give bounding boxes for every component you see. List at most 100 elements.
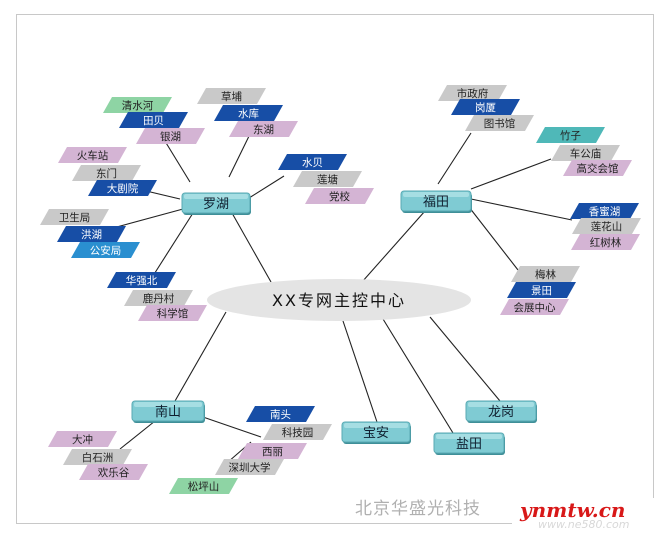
leaf-label: 高交会馆 [577, 162, 619, 175]
leaf-shape [511, 266, 580, 282]
hub-node-futian[interactable]: 福田 [400, 190, 472, 213]
leaf-label: 科技园 [282, 426, 314, 439]
leaf-shape [79, 464, 148, 480]
hub-node-nanshan[interactable]: 南山 [131, 400, 205, 423]
leaf-node[interactable]: 公安局 [71, 242, 140, 258]
leaf-shape [563, 160, 632, 176]
leaf-label: 清水河 [122, 99, 154, 112]
leaf-label: 大剧院 [107, 182, 139, 195]
leaf-node[interactable]: 清水河 [103, 97, 172, 113]
leaf-node[interactable]: 高交会馆 [563, 160, 632, 176]
leaf-node[interactable]: 南头 [246, 406, 315, 422]
leaf-shape [215, 459, 284, 475]
leaf-node[interactable]: 科学馆 [138, 305, 207, 321]
leaf-label: 南头 [270, 408, 291, 421]
leaf-shape [465, 115, 534, 131]
leaf-node[interactable]: 大剧院 [88, 180, 157, 196]
leaf-node[interactable]: 卫生局 [40, 209, 109, 225]
leaf-node[interactable]: 水贝 [278, 154, 347, 170]
leaf-node[interactable]: 水库 [214, 105, 283, 121]
leaf-node[interactable]: 田贝 [119, 112, 188, 128]
leaf-node[interactable]: 红树林 [571, 234, 640, 250]
leaf-label: 香蜜湖 [589, 205, 621, 218]
hub-label: 龙岗 [488, 405, 514, 420]
leaf-node[interactable]: 白石洲 [63, 449, 132, 465]
leaf-shape [214, 105, 283, 121]
hub-node-baoan[interactable]: 宝安 [341, 421, 411, 444]
leaf-node[interactable]: 东门 [72, 165, 141, 181]
leaf-node[interactable]: 深圳大学 [215, 459, 284, 475]
leaf-node[interactable]: 草埔 [197, 88, 266, 104]
watermark-sub-text: www.ne580.com [538, 518, 630, 531]
leaf-label: 草埔 [221, 90, 242, 103]
leaf-node[interactable]: 市政府 [438, 85, 507, 101]
leaf-shape [138, 305, 207, 321]
hub-node-yantian[interactable]: 盐田 [433, 432, 505, 455]
leaf-node[interactable]: 车公庙 [551, 145, 620, 161]
leaf-link [470, 158, 552, 190]
leaf-label: 欢乐谷 [98, 466, 130, 479]
hub-label: 罗湖 [203, 197, 229, 212]
leaf-node[interactable]: 松坪山 [169, 478, 238, 494]
leaf-shape [72, 165, 141, 181]
leaf-label: 火车站 [77, 149, 109, 162]
leaf-label: 市政府 [457, 87, 489, 100]
hub-label: 宝安 [363, 426, 389, 441]
leaf-shape [119, 112, 188, 128]
leaf-node[interactable]: 大冲 [48, 431, 117, 447]
leaf-shape [71, 242, 140, 258]
leaf-shape [571, 234, 640, 250]
leaf-shape [570, 203, 639, 219]
leaf-shape [57, 226, 126, 242]
leaf-link [228, 129, 253, 178]
leaf-node[interactable]: 香蜜湖 [570, 203, 639, 219]
center-node[interactable] [207, 279, 471, 321]
leaf-link [248, 175, 285, 199]
leaf-node[interactable]: 科技园 [263, 424, 332, 440]
leaf-node[interactable]: 欢乐谷 [79, 464, 148, 480]
hub-node-luohu[interactable]: 罗湖 [181, 192, 251, 215]
leaf-node[interactable]: 竹子 [536, 127, 605, 143]
leaf-node[interactable]: 图书馆 [465, 115, 534, 131]
leaf-node[interactable]: 洪湖 [57, 226, 126, 242]
leaf-shape [169, 478, 238, 494]
leaf-label: 西丽 [262, 446, 283, 458]
leaf-label: 深圳大学 [229, 461, 271, 474]
leaf-node[interactable]: 银湖 [136, 128, 205, 144]
leaf-node[interactable]: 西丽 [238, 443, 307, 459]
leaf-link [470, 198, 573, 221]
hub-highlight [403, 192, 469, 197]
leaf-node[interactable]: 会展中心 [500, 299, 569, 315]
leaf-label: 东门 [96, 167, 117, 180]
leaf-link [150, 212, 194, 280]
leaf-shape [507, 282, 576, 298]
leaf-label: 东湖 [253, 123, 274, 136]
leaf-label: 水库 [238, 107, 259, 120]
leaf-label: 公安局 [90, 244, 122, 257]
leaf-shape [293, 171, 362, 187]
leaf-shape [263, 424, 332, 440]
leaf-node[interactable]: 莲塘 [293, 171, 362, 187]
leaf-node[interactable]: 东湖 [229, 121, 298, 137]
leaf-label: 红树林 [590, 236, 622, 249]
leaf-node[interactable]: 景田 [507, 282, 576, 298]
leaf-shape [88, 180, 157, 196]
leaf-label: 图书馆 [484, 117, 516, 130]
hub-highlight [468, 402, 534, 407]
hub-node-longgang[interactable]: 龙岗 [465, 400, 537, 423]
watermark-logo: ynmtw.cn www.ne580.com [512, 498, 655, 531]
leaf-node[interactable]: 莲花山 [572, 218, 641, 234]
leaf-label: 水贝 [302, 157, 323, 169]
leaf-label: 大冲 [72, 433, 93, 446]
leaf-node[interactable]: 华强北 [107, 272, 176, 288]
leaf-shape [551, 145, 620, 161]
leaf-node[interactable]: 党校 [305, 188, 374, 204]
leaf-link [468, 206, 519, 271]
leaf-node[interactable]: 火车站 [58, 147, 127, 163]
leaf-label: 科学馆 [157, 307, 189, 320]
leaf-label: 岗厦 [475, 102, 496, 114]
leaf-shape [40, 209, 109, 225]
leaf-node[interactable]: 岗厦 [451, 99, 520, 115]
leaf-node[interactable]: 鹿丹村 [124, 290, 193, 306]
leaf-node[interactable]: 梅林 [511, 266, 580, 282]
